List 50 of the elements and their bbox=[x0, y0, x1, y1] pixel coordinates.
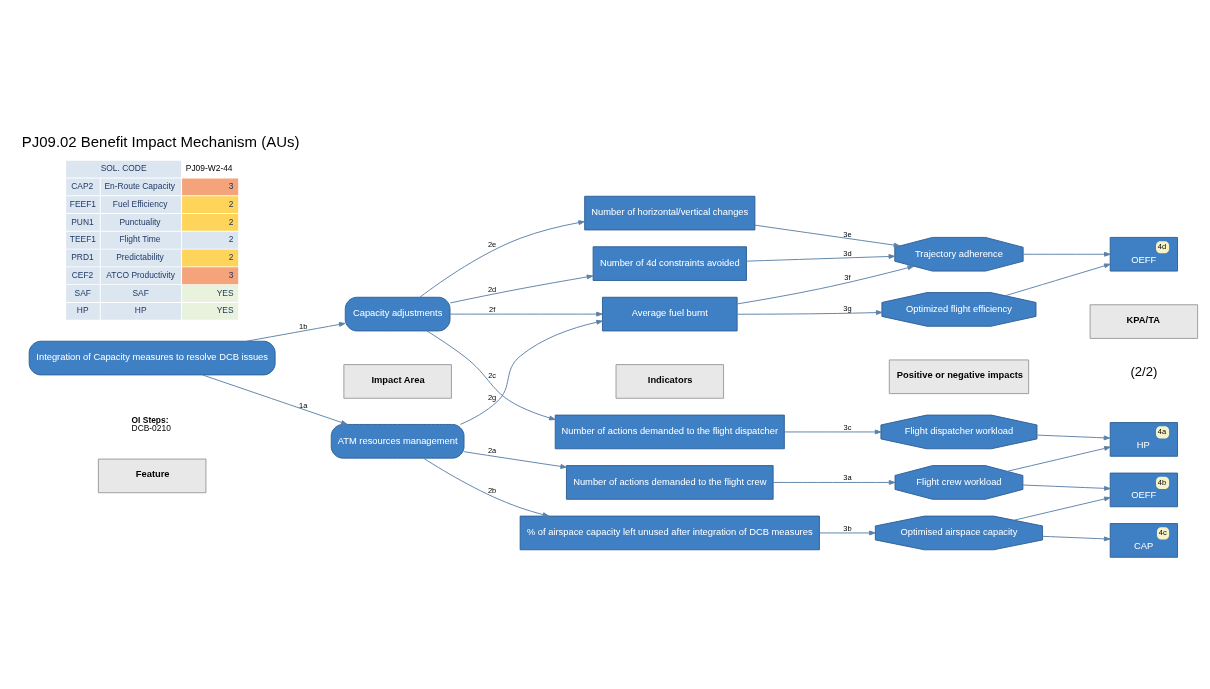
label: TEEF1 bbox=[69, 234, 97, 245]
label: 2 bbox=[228, 234, 234, 245]
label: Fuel Efficiency bbox=[112, 198, 168, 209]
label: YES bbox=[216, 287, 234, 298]
label: Predictability bbox=[116, 252, 164, 263]
edge-label: 2b bbox=[487, 486, 497, 496]
edge-label: 2c bbox=[488, 371, 497, 381]
label: 2 bbox=[228, 216, 234, 227]
label: Punctuality bbox=[119, 216, 161, 227]
edge-label: 2d bbox=[487, 285, 497, 295]
label: HP bbox=[76, 305, 89, 316]
label: (2/2) bbox=[1130, 363, 1158, 379]
label: SOL. CODE bbox=[100, 163, 147, 174]
label: Impact Area bbox=[371, 374, 425, 385]
label: 2 bbox=[228, 252, 234, 263]
label: En-Route Capacity bbox=[104, 180, 176, 191]
label: YES bbox=[216, 305, 234, 316]
label: Indicators bbox=[647, 374, 693, 385]
label: KPA/TA bbox=[1126, 314, 1160, 325]
edge-label: 3d bbox=[843, 248, 852, 258]
label: PUN1 bbox=[71, 216, 94, 227]
edge-label: 2a bbox=[487, 445, 497, 455]
edge-label: 1a bbox=[299, 401, 308, 410]
edge-label: 3b bbox=[843, 523, 852, 533]
label: PJ09-W2-44 bbox=[185, 163, 233, 174]
edge-label: 2g bbox=[487, 392, 497, 402]
label: ATCO Productivity bbox=[106, 269, 175, 280]
label: 3 bbox=[228, 269, 234, 280]
edge-label: 3g bbox=[843, 303, 852, 313]
edge-label: 2e bbox=[487, 240, 497, 250]
edge-label: 3e bbox=[843, 229, 852, 239]
label: SAF bbox=[74, 287, 91, 298]
label: CEF2 bbox=[71, 269, 94, 280]
edge-label: 3c bbox=[843, 422, 852, 432]
label: OI Steps: bbox=[131, 414, 169, 425]
label: SAF bbox=[132, 287, 149, 298]
edge-label: 3a bbox=[843, 473, 852, 483]
label: Flight Time bbox=[119, 234, 161, 245]
diagram-title: PJ09.02 Benefit Impact Mechanism (AUs) bbox=[21, 133, 300, 151]
label: FEEF1 bbox=[69, 198, 97, 209]
edge-label: 2f bbox=[488, 304, 496, 314]
label: 3 bbox=[228, 180, 234, 191]
edge-label: 1b bbox=[299, 321, 308, 331]
label: 2 bbox=[228, 198, 234, 209]
label: HP bbox=[134, 305, 147, 316]
label: Feature bbox=[135, 469, 170, 480]
edge-label: 3f bbox=[844, 272, 851, 282]
label: Positive or negative impacts bbox=[896, 370, 1023, 381]
label: PRD1 bbox=[71, 252, 94, 263]
label: CAP2 bbox=[71, 180, 94, 191]
